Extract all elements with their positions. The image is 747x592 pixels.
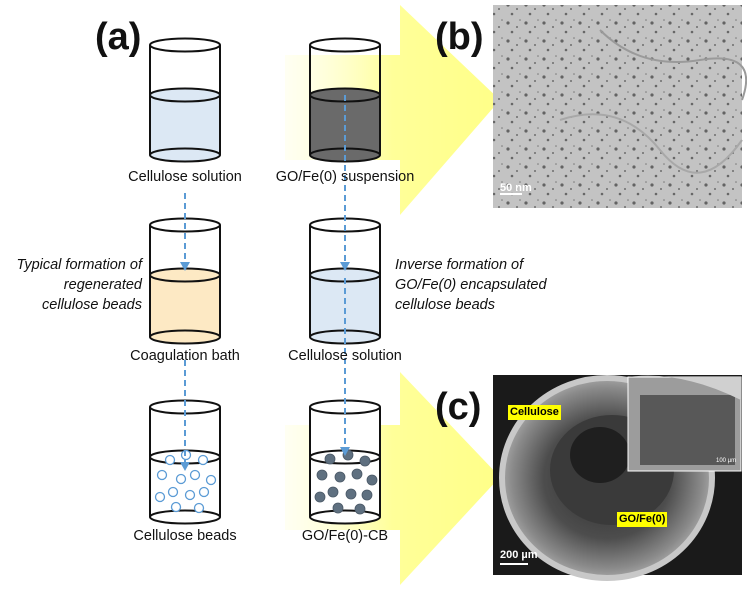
sem-scale-bar xyxy=(500,563,528,565)
dashed-arrow-left-1 xyxy=(180,193,190,271)
beaker-coagulation-bath xyxy=(149,217,221,345)
sem-micrograph xyxy=(493,375,742,581)
dashed-arrow-right-2 xyxy=(340,278,350,456)
panel-label-b: (b) xyxy=(435,16,484,58)
caption-coagulation-bath: Coagulation bath xyxy=(130,348,240,364)
dashed-arrow-right-1 xyxy=(340,95,350,271)
tem-micrograph xyxy=(493,5,747,208)
beaker-cellulose-solution xyxy=(149,37,221,163)
note-right-line-1: Inverse formation of xyxy=(395,257,524,273)
caption-gofe-cb: GO/Fe(0)-CB xyxy=(301,528,389,544)
note-typical-formation: Typical formation of regenerated cellulo… xyxy=(4,255,142,315)
dashed-arrow-left-2 xyxy=(180,360,190,471)
note-left-line-2: regenerated xyxy=(63,277,142,293)
hollow-beads xyxy=(154,449,217,514)
tem-scale-label: 50 nm xyxy=(500,182,532,194)
panel-label-c: (c) xyxy=(435,386,482,428)
note-right-line-3: cellulose beads xyxy=(395,297,495,313)
note-right-line-2: GO/Fe(0) encapsulated xyxy=(395,277,547,293)
caption-cellulose-solution-2: Cellulose solution xyxy=(288,348,402,364)
tag-cellulose: Cellulose xyxy=(508,405,561,420)
sem-inset xyxy=(627,375,742,472)
inset-scale-label: 100 µm xyxy=(716,458,737,464)
note-inverse-formation: Inverse formation of GO/Fe(0) encapsulat… xyxy=(395,255,547,315)
tag-gofe: GO/Fe(0) xyxy=(617,512,668,527)
caption-gofe-suspension: GO/Fe(0) suspension xyxy=(275,169,415,185)
note-left-line-1: Typical formation of xyxy=(16,257,142,273)
sem-scale-label: 200 µm xyxy=(500,549,538,561)
tem-scale-bar xyxy=(500,193,522,195)
caption-cellulose-solution: Cellulose solution xyxy=(128,169,242,185)
beaker-gofe-cb xyxy=(309,399,381,525)
arrow-to-tem xyxy=(285,5,500,215)
caption-cellulose-beads: Cellulose beads xyxy=(133,528,237,544)
panel-label-a: (a) xyxy=(95,16,142,58)
note-left-line-3: cellulose beads xyxy=(42,297,142,313)
